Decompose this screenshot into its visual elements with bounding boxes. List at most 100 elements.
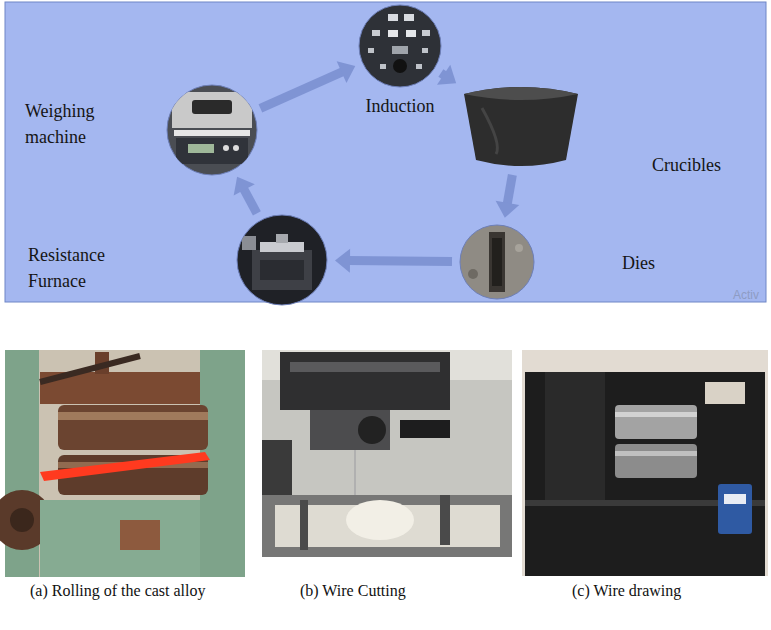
illustration-part <box>489 232 505 292</box>
step-label: Weighing machine <box>25 98 140 150</box>
photo-circle <box>166 84 258 176</box>
arrow-shaft <box>243 188 257 213</box>
arrow-shaft <box>260 71 343 108</box>
illustration-part <box>372 30 380 36</box>
illustration-part <box>359 5 441 87</box>
illustration-part <box>5 350 245 577</box>
illustration-part <box>300 500 308 550</box>
illustration-part <box>468 269 478 279</box>
illustration-part <box>440 495 450 545</box>
illustration-part <box>310 410 390 450</box>
illustration-part <box>392 46 408 54</box>
illustration-part <box>346 500 414 540</box>
illustration-part <box>58 412 208 420</box>
arrow-shaft <box>348 256 452 266</box>
illustration-part <box>388 14 398 21</box>
illustration-part <box>380 64 386 69</box>
illustration-part <box>468 232 523 292</box>
rolling-photo <box>0 350 245 577</box>
illustration-part <box>174 130 250 136</box>
illustration-part <box>290 362 440 372</box>
illustration-part <box>400 420 450 438</box>
illustration-part <box>406 30 416 37</box>
arrow-head <box>337 61 356 83</box>
illustration-part <box>358 416 386 444</box>
illustration-part <box>237 215 327 305</box>
illustration-part <box>280 352 450 410</box>
illustration-part <box>515 244 523 252</box>
illustration-part <box>262 440 292 495</box>
arrow-head <box>234 177 255 196</box>
illustration-part <box>188 144 214 153</box>
step-label: Resistance Furnace <box>28 242 143 294</box>
illustration-part <box>464 87 578 166</box>
illustration-part <box>260 242 304 252</box>
illustration-part <box>262 350 512 557</box>
process-step: Crucibles <box>462 84 580 168</box>
wire-drawing-photo <box>522 350 768 576</box>
process-step: Resistance Furnace <box>236 214 328 306</box>
illustration-part <box>615 444 697 478</box>
illustration-part <box>260 260 304 280</box>
illustration-part <box>422 30 430 36</box>
illustration-part <box>615 451 697 456</box>
illustration-part <box>422 48 428 53</box>
illustration-part <box>416 64 422 69</box>
flow-arrow <box>234 177 257 214</box>
illustration-part <box>276 234 288 243</box>
illustration-part <box>525 372 765 576</box>
process-step: Induction <box>358 4 442 88</box>
step-label: Induction <box>366 93 435 119</box>
process-panel <box>5 2 766 302</box>
illustration-part <box>393 59 407 73</box>
illustration-part <box>172 92 252 128</box>
arrow-head <box>496 201 520 218</box>
flow-arrow <box>437 65 456 85</box>
illustration-part <box>242 234 312 290</box>
illustration-part <box>40 500 200 577</box>
step-label: Dies <box>622 250 655 276</box>
illustration-part <box>615 412 697 417</box>
illustration-part <box>404 14 414 21</box>
illustration-part <box>460 225 534 299</box>
illustration-part <box>724 494 746 504</box>
illustration-part <box>40 452 210 481</box>
illustration-part <box>192 100 232 114</box>
illustration-part <box>223 145 229 151</box>
illustration-part <box>40 356 140 382</box>
illustration-part <box>545 372 605 502</box>
figure-caption: (a) Rolling of the cast alloy <box>30 580 250 602</box>
photo-circle <box>358 4 442 88</box>
illustration-part <box>176 138 248 164</box>
flow-arrow <box>335 249 452 273</box>
flow-arrow <box>496 175 520 218</box>
illustration-part <box>262 495 512 557</box>
illustration-part <box>522 350 768 576</box>
arrow-shaft <box>507 175 512 205</box>
illustration-part <box>368 48 374 53</box>
illustration-part <box>120 520 160 550</box>
illustration-part <box>705 382 745 404</box>
step-label: Crucibles <box>652 152 721 178</box>
illustration-part <box>615 405 697 439</box>
illustration-part <box>10 508 34 532</box>
photo-circle <box>459 224 535 300</box>
illustration-part <box>464 87 578 100</box>
illustration-part <box>252 250 312 290</box>
illustration-part <box>233 145 239 151</box>
illustration-part <box>167 85 257 175</box>
process-step: Dies <box>459 224 535 300</box>
wire-cutting-photo <box>262 350 512 557</box>
flow-arrow <box>260 61 355 108</box>
photo-circle <box>236 214 328 306</box>
figure-caption: (b) Wire Cutting <box>300 580 406 602</box>
illustration-part <box>388 30 398 37</box>
watermark: Activ <box>733 287 759 303</box>
illustration-part <box>718 484 752 534</box>
illustration-part <box>368 14 430 73</box>
illustration-part <box>242 236 256 250</box>
illustration-part <box>58 405 208 450</box>
arrow-head <box>437 65 456 85</box>
